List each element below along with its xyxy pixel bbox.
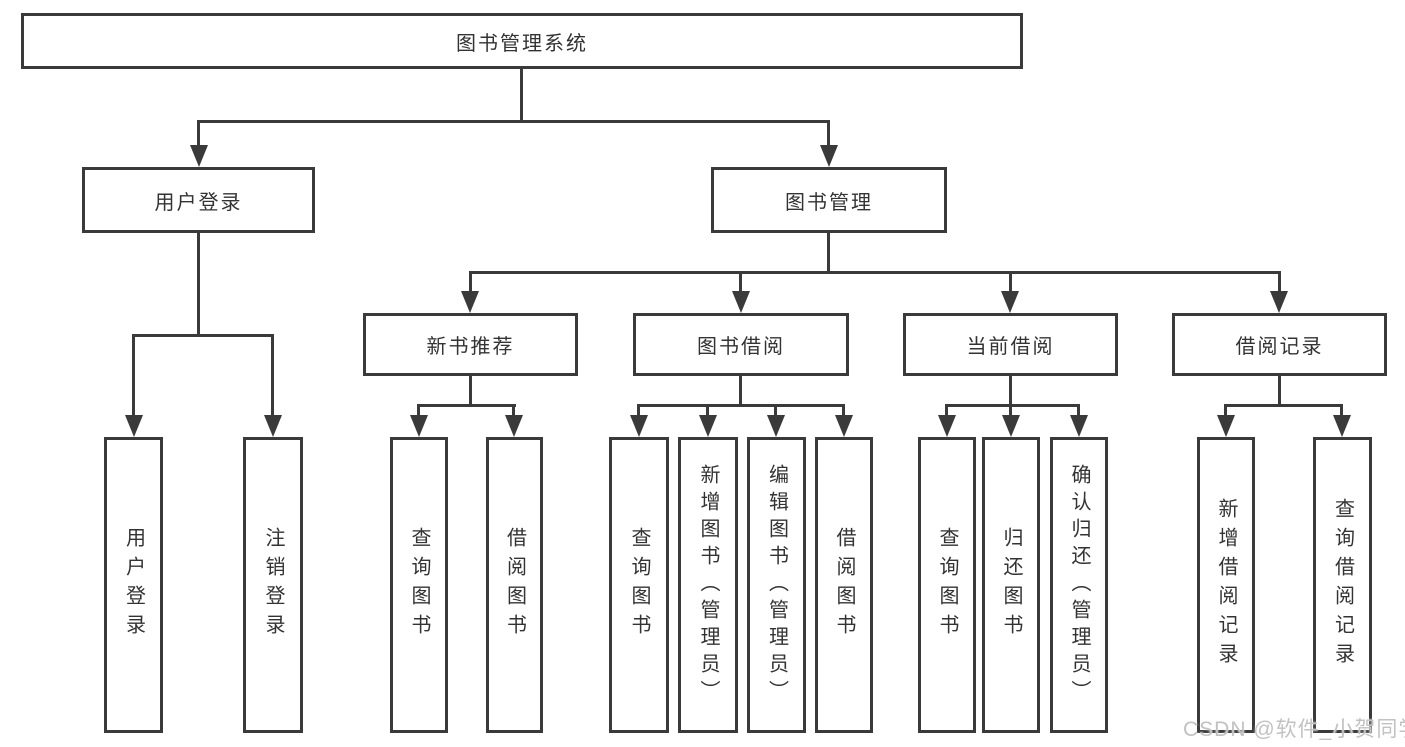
node-new-book-recommend: 新书推荐 (363, 313, 578, 376)
node-label: 编辑图书（管理员） (765, 463, 788, 707)
connector-arrow (630, 415, 648, 437)
connector-arrow (1001, 291, 1019, 313)
node-library-management-system: 图书管理系统 (21, 13, 1023, 69)
leaf-query-books-current: 查询图书 (918, 437, 976, 733)
node-label: 注销登录 (262, 527, 284, 643)
connector-arrow (125, 415, 143, 437)
node-label: 图书借阅 (697, 336, 785, 358)
leaf-query-books-borrowing: 查询图书 (609, 437, 669, 733)
connector-line (827, 120, 830, 147)
node-label: 归还图书 (1000, 527, 1022, 643)
leaf-query-books-recommend: 查询图书 (390, 437, 448, 733)
connector-arrow (264, 415, 282, 437)
connector-arrow (505, 415, 523, 437)
node-user-login: 用户登录 (82, 167, 315, 233)
connector-line (637, 404, 640, 417)
connector-arrow (1217, 415, 1235, 437)
connector-arrow (1333, 415, 1351, 437)
connector-arrow (820, 145, 838, 167)
node-label: 用户登录 (154, 191, 243, 214)
connector-arrow (1070, 415, 1088, 437)
connector-line (706, 404, 709, 417)
node-label: 当前借阅 (966, 336, 1055, 358)
node-book-borrowing: 图书借阅 (633, 313, 849, 376)
connector-line (197, 233, 200, 337)
node-label: 图书管理 (785, 191, 873, 214)
node-label: 图书管理系统 (456, 32, 588, 55)
leaf-borrow-books: 借阅图书 (815, 437, 873, 733)
connector-arrow (767, 415, 785, 437)
connector-line (637, 404, 845, 407)
connector-line (1009, 376, 1012, 407)
leaf-logout: 注销登录 (243, 437, 303, 733)
connector-line (132, 334, 274, 337)
connector-arrow (938, 415, 956, 437)
node-current-borrowing: 当前借阅 (903, 313, 1118, 376)
connector-arrow (1270, 291, 1288, 313)
connector-line (132, 334, 135, 417)
connector-line (1224, 404, 1342, 407)
connector-line (197, 120, 830, 123)
leaf-add-borrow-record: 新增借阅记录 (1197, 437, 1255, 733)
connector-line (945, 404, 948, 417)
connector-line (512, 404, 515, 417)
node-label: 查询借阅记录 (1331, 498, 1354, 672)
connector-line (739, 271, 742, 293)
leaf-query-borrow-record: 查询借阅记录 (1313, 437, 1372, 733)
connector-line (945, 404, 1079, 407)
connector-line (469, 271, 1281, 274)
node-label: 查询图书 (408, 527, 430, 643)
connector-arrow (835, 415, 853, 437)
connector-line (774, 404, 777, 417)
node-label: 确认归还（管理员） (1068, 463, 1090, 707)
connector-line (1009, 271, 1012, 293)
connector-arrow (1002, 415, 1020, 437)
connector-arrow (190, 145, 208, 167)
leaf-borrow-books-recommend: 借阅图书 (486, 437, 543, 733)
node-label: 借阅图书 (833, 527, 855, 643)
connector-line (1224, 404, 1227, 417)
connector-arrow (461, 291, 479, 313)
connector-line (417, 404, 420, 417)
connector-line (271, 334, 274, 417)
connector-line (469, 271, 472, 293)
connector-line (520, 69, 523, 122)
node-label: 借阅记录 (1235, 336, 1324, 358)
node-label: 新增图书（管理员） (697, 463, 719, 707)
connector-line (1009, 404, 1012, 417)
leaf-return-books: 归还图书 (982, 437, 1040, 733)
connector-line (1340, 404, 1343, 417)
connector-line (1278, 376, 1281, 407)
node-label: 新书推荐 (426, 336, 515, 358)
connector-line (827, 233, 830, 274)
connector-line (197, 120, 200, 147)
watermark: CSDN @软件_小贺同学 (1183, 718, 1405, 741)
node-label: 用户登录 (122, 527, 145, 643)
leaf-confirm-return-admin: 确认归还（管理员） (1050, 437, 1108, 733)
node-borrowing-records: 借阅记录 (1172, 313, 1387, 376)
connector-arrow (410, 415, 428, 437)
connector-line (417, 404, 516, 407)
node-book-management: 图书管理 (711, 167, 947, 233)
connector-line (1077, 404, 1080, 417)
node-label: 查询图书 (936, 527, 958, 643)
connector-arrow (699, 415, 717, 437)
leaf-edit-books-admin: 编辑图书（管理员） (747, 437, 806, 733)
leaf-user-login: 用户登录 (104, 437, 163, 733)
connector-line (842, 404, 845, 417)
connector-arrow (732, 291, 750, 313)
leaf-add-books-admin: 新增图书（管理员） (678, 437, 738, 733)
connector-line (1278, 271, 1281, 293)
node-label: 借阅图书 (503, 527, 526, 643)
node-label: 查询图书 (628, 527, 650, 643)
connector-line (739, 376, 742, 407)
node-label: 新增借阅记录 (1215, 498, 1237, 672)
connector-line (469, 376, 472, 407)
